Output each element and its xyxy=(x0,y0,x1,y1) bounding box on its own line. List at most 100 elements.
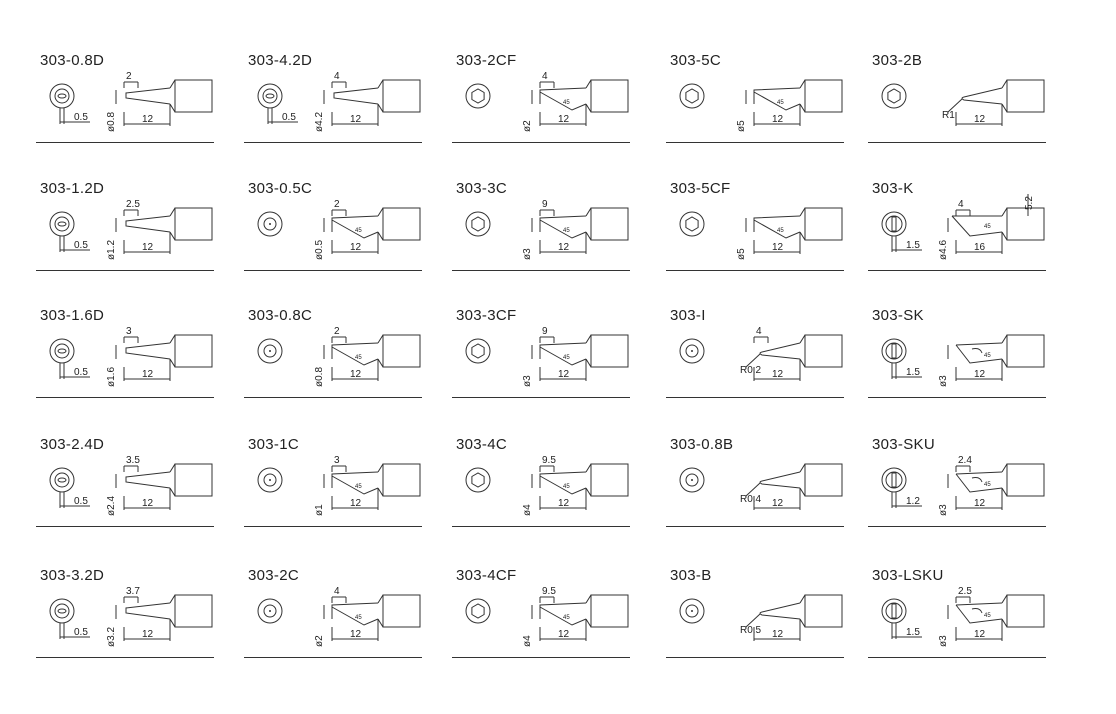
shank-chamfer-top xyxy=(799,79,806,89)
tip-profile xyxy=(539,471,587,495)
len-dim-label: 12 xyxy=(772,498,784,509)
radius-leader xyxy=(745,353,761,368)
tip-profile xyxy=(539,87,587,111)
tip-profile xyxy=(955,471,1003,493)
side-dim-label: 1.2 xyxy=(906,496,920,507)
shank-body xyxy=(804,334,843,368)
len-dim-label: 12 xyxy=(974,369,986,380)
shank-chamfer-bottom xyxy=(799,358,806,368)
tip-model-label: 303-5CF xyxy=(670,180,731,197)
shank-chamfer-bottom xyxy=(377,487,384,497)
shank-chamfer-top xyxy=(169,79,176,89)
len-dim-label: 12 xyxy=(350,498,362,509)
shank-chamfer-top xyxy=(377,79,384,89)
dia-dim-label: ø3 xyxy=(522,248,533,260)
row-divider xyxy=(452,142,630,143)
tip-model-label: 303-0.8B xyxy=(670,436,734,453)
tip-dim-label: 4 xyxy=(756,326,762,337)
shank-chamfer-top xyxy=(1001,463,1008,473)
tip-model-label: 303-2.4D xyxy=(40,436,105,453)
dia-dim-label: ø2.4 xyxy=(106,496,117,516)
shank-body xyxy=(590,207,629,241)
row-divider xyxy=(666,657,844,658)
len-dim-label: 12 xyxy=(142,369,154,380)
tip-model-label: 303-0.5C xyxy=(248,180,313,197)
dia-dim-label: ø1 xyxy=(314,504,325,516)
shank-body xyxy=(1006,463,1045,497)
tip-model-label: 303-1.2D xyxy=(40,180,105,197)
front-hex xyxy=(471,472,485,488)
len-dim-label: 12 xyxy=(558,114,570,125)
tip-model-label: 303-2C xyxy=(248,567,299,584)
tip-dim-label: 2 xyxy=(334,326,340,337)
shank-body xyxy=(590,79,629,113)
angle-label: 45 xyxy=(984,613,991,619)
shank-chamfer-bottom xyxy=(585,487,592,497)
tip-profile xyxy=(331,471,379,495)
front-outer-circle xyxy=(257,83,283,109)
tip-dim-label: 3 xyxy=(126,326,132,337)
tip-dim-label: 2.5 xyxy=(958,586,972,597)
shank-chamfer-top xyxy=(799,594,806,604)
angle-label: 45 xyxy=(984,224,991,230)
front-hex xyxy=(471,343,485,359)
angle-label: 45 xyxy=(563,484,570,490)
row-divider xyxy=(244,397,422,398)
shank-body xyxy=(804,79,843,113)
shank-chamfer-bottom xyxy=(169,231,176,241)
front-inner-circle xyxy=(885,215,903,233)
front-hex xyxy=(887,88,901,104)
angle-label: 45 xyxy=(563,228,570,234)
tip-dim-label: 3.5 xyxy=(126,455,140,466)
dia-dim-label: ø3 xyxy=(938,504,949,516)
len-dim-label: 12 xyxy=(974,114,986,125)
front-hex xyxy=(471,88,485,104)
tip-profile xyxy=(753,87,801,111)
row-divider xyxy=(36,270,214,271)
side-dim-label: 0.5 xyxy=(74,112,88,123)
shank-chamfer-bottom xyxy=(1001,231,1008,241)
shank-chamfer-bottom xyxy=(377,103,384,113)
tip-model-label: 303-K xyxy=(872,180,914,197)
angle-label: 45 xyxy=(355,484,362,490)
front-inner-circle xyxy=(54,88,70,104)
dia-dim-label: ø3 xyxy=(938,375,949,387)
front-inner-circle xyxy=(54,472,70,488)
shank-body xyxy=(174,463,213,497)
side-dim-label: 0.5 xyxy=(282,112,296,123)
shank-chamfer-bottom xyxy=(1001,487,1008,497)
tip-model-label: 303-1.6D xyxy=(40,307,105,324)
shank-chamfer-top xyxy=(1001,207,1008,217)
shank-body xyxy=(174,207,213,241)
radius-label: R0.4 xyxy=(740,494,762,505)
row-divider xyxy=(452,270,630,271)
row-divider xyxy=(868,397,1046,398)
front-inner-circle xyxy=(54,343,70,359)
dia-dim-label: ø1.6 xyxy=(106,367,117,387)
angle-label: 45 xyxy=(563,615,570,621)
shank-body xyxy=(590,463,629,497)
shank-chamfer-top xyxy=(585,463,592,473)
tip-profile xyxy=(539,215,587,239)
row-divider xyxy=(666,397,844,398)
tip-dim-label: 2 xyxy=(126,71,132,82)
row-divider xyxy=(244,657,422,658)
shank-chamfer-top xyxy=(169,334,176,344)
front-center-dot xyxy=(691,479,693,481)
len-dim-label: 12 xyxy=(974,498,986,509)
tip-dim-label: 2 xyxy=(334,199,340,210)
tip-drawing: R0.4 12 xyxy=(679,463,843,510)
front-outer-circle xyxy=(465,338,491,364)
shank-chamfer-top xyxy=(169,594,176,604)
tip-dim-label: 9 xyxy=(542,326,548,337)
shank-chamfer-bottom xyxy=(169,103,176,113)
angle-label: 45 xyxy=(984,482,991,488)
tip-profile xyxy=(759,471,801,489)
